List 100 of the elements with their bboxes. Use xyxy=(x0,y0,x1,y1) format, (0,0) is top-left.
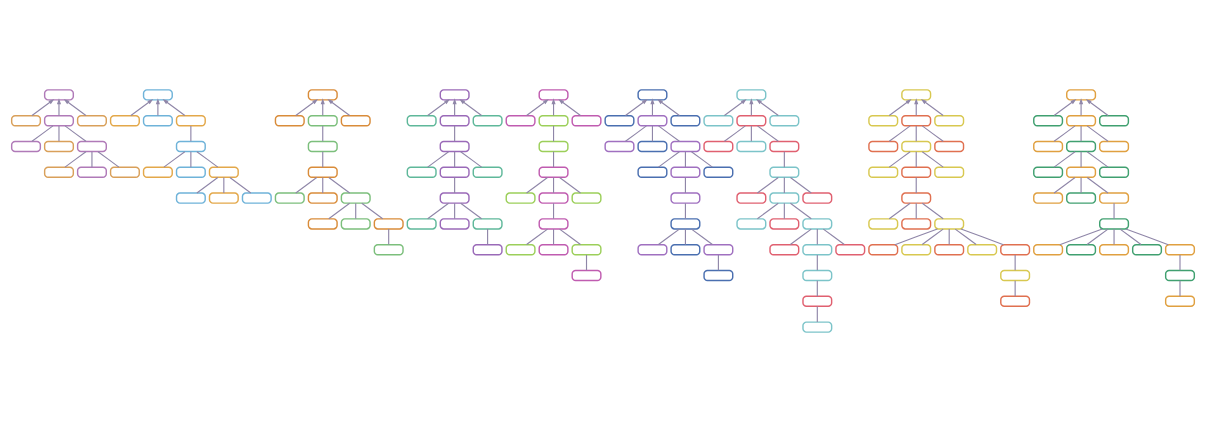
node-box xyxy=(340,191,371,204)
connector xyxy=(460,202,483,219)
node-box xyxy=(406,114,437,126)
connector xyxy=(1113,228,1115,245)
connector xyxy=(690,228,713,245)
connector xyxy=(1014,253,1016,271)
node-box xyxy=(439,191,470,204)
connector xyxy=(328,176,351,193)
node-box xyxy=(571,114,602,126)
node-box xyxy=(637,114,668,126)
node-box xyxy=(10,140,42,152)
node-box xyxy=(307,217,338,230)
node-box xyxy=(967,243,998,255)
connector xyxy=(789,202,812,219)
node-box xyxy=(1066,140,1097,152)
connector xyxy=(888,150,911,168)
connector xyxy=(1059,227,1103,245)
connector xyxy=(64,150,87,168)
node-box xyxy=(670,243,701,255)
node-box xyxy=(274,191,305,204)
node-box xyxy=(769,243,800,255)
node-box xyxy=(703,166,734,178)
node-box xyxy=(1099,191,1130,204)
arrow xyxy=(888,98,912,116)
connector xyxy=(526,176,549,193)
node-box xyxy=(1066,88,1097,101)
connector xyxy=(789,228,812,245)
node-box xyxy=(934,217,965,230)
node-box xyxy=(43,114,75,126)
node-box xyxy=(43,140,75,152)
node-box xyxy=(472,166,503,178)
arrow xyxy=(155,97,160,116)
node-box xyxy=(670,140,701,152)
node-box xyxy=(1033,166,1064,178)
node-box xyxy=(769,114,800,126)
node-box xyxy=(769,166,800,178)
connector xyxy=(1080,176,1082,193)
connector xyxy=(295,176,318,193)
node-box xyxy=(637,166,668,178)
connector xyxy=(921,202,944,219)
connector xyxy=(888,124,911,142)
connector xyxy=(624,124,647,142)
node-box xyxy=(802,295,833,307)
node-box xyxy=(43,88,75,101)
node-box xyxy=(736,140,767,152)
node-box xyxy=(934,166,965,178)
node-box xyxy=(538,140,569,152)
connector xyxy=(1053,150,1076,168)
arrow xyxy=(130,98,154,116)
connector xyxy=(1179,253,1181,271)
arrow xyxy=(756,98,779,116)
node-box xyxy=(175,166,206,178)
connector xyxy=(960,227,1005,245)
node-box xyxy=(43,166,75,178)
node-box xyxy=(868,166,899,178)
node-box xyxy=(670,217,701,230)
node-box xyxy=(703,140,734,152)
node-box xyxy=(604,140,635,152)
node-box xyxy=(736,217,767,230)
node-box xyxy=(505,243,536,255)
node-box xyxy=(571,269,602,281)
node-box xyxy=(1066,114,1097,126)
connector xyxy=(789,176,812,193)
node-box xyxy=(769,140,800,152)
node-box xyxy=(802,243,833,255)
node-box xyxy=(670,191,701,204)
node-box xyxy=(1164,243,1196,255)
node-box xyxy=(1000,243,1031,255)
connector xyxy=(1014,279,1016,297)
node-box xyxy=(901,166,932,178)
node-box xyxy=(76,114,107,126)
node-box xyxy=(307,140,338,152)
connector xyxy=(1179,279,1181,297)
connector xyxy=(756,124,779,142)
connector xyxy=(1080,124,1082,142)
connector xyxy=(1086,176,1109,193)
node-box xyxy=(1000,295,1031,307)
node-box xyxy=(670,166,701,178)
node-box xyxy=(868,217,899,230)
node-box xyxy=(373,217,404,230)
node-box xyxy=(1131,243,1163,255)
node-box xyxy=(307,114,338,126)
node-box xyxy=(472,114,503,126)
node-box xyxy=(802,320,833,333)
node-box xyxy=(208,191,239,204)
node-box xyxy=(10,114,42,126)
node-box xyxy=(1164,295,1196,307)
node-box xyxy=(736,88,767,101)
node-box xyxy=(1033,114,1064,126)
node-box xyxy=(934,114,965,126)
connector xyxy=(163,150,186,168)
connector xyxy=(921,150,944,168)
node-box xyxy=(736,191,767,204)
node-box xyxy=(901,140,932,152)
node-box xyxy=(835,243,866,255)
arrow xyxy=(295,98,319,116)
connector xyxy=(460,150,483,168)
node-box xyxy=(472,217,503,230)
node-box xyxy=(538,217,569,230)
node-box xyxy=(406,166,437,178)
